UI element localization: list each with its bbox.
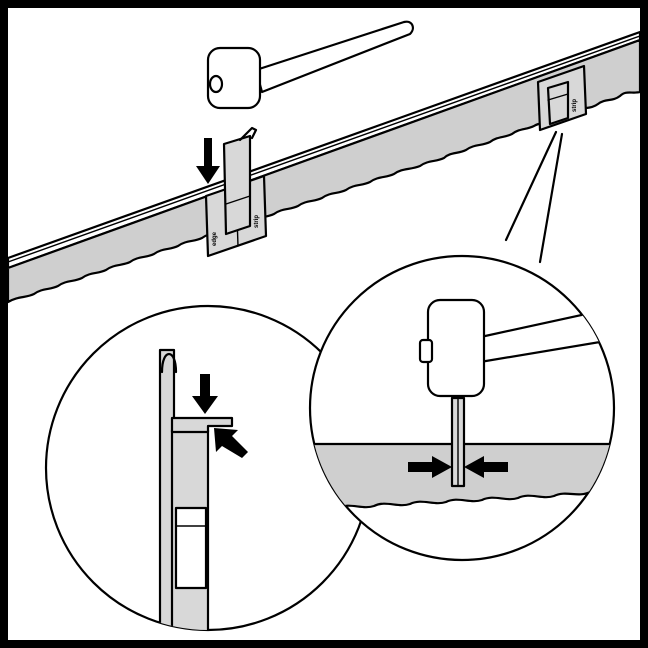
detail-left-down-arrow: [192, 374, 218, 414]
edging-lip-line: [7, 35, 641, 263]
detail-left-diagonal-arrow: [214, 428, 248, 458]
joint-left-stamp-a: edge: [212, 231, 218, 246]
mallet-eye: [208, 74, 224, 94]
down-arrow-icon: [196, 138, 220, 184]
stake-hook: [238, 126, 258, 142]
joint-right-stake: [546, 80, 570, 126]
joint-left-stamp-b: strip: [254, 215, 260, 228]
callout-line-b: [538, 132, 564, 264]
squeeze-arrow-right: [408, 456, 452, 478]
mallet-handle: [254, 20, 414, 94]
joint-right: strip: [536, 64, 588, 132]
squeeze-arrow-left: [464, 456, 508, 478]
joint-left: edge strip: [204, 126, 268, 258]
mallet-icon: [206, 20, 414, 110]
callout-line-a: [504, 130, 558, 242]
stake-band: [225, 195, 251, 205]
detail-left-flange: [170, 416, 234, 434]
detail-callout-left: [44, 304, 372, 632]
detail-left-slot: [174, 506, 208, 590]
detail-callout-right: [308, 254, 616, 562]
joint-right-stamp: strip: [572, 99, 578, 112]
stake-icon: [222, 134, 252, 236]
mallet-head: [206, 46, 262, 110]
detail-right-mallet-head: [426, 298, 486, 398]
